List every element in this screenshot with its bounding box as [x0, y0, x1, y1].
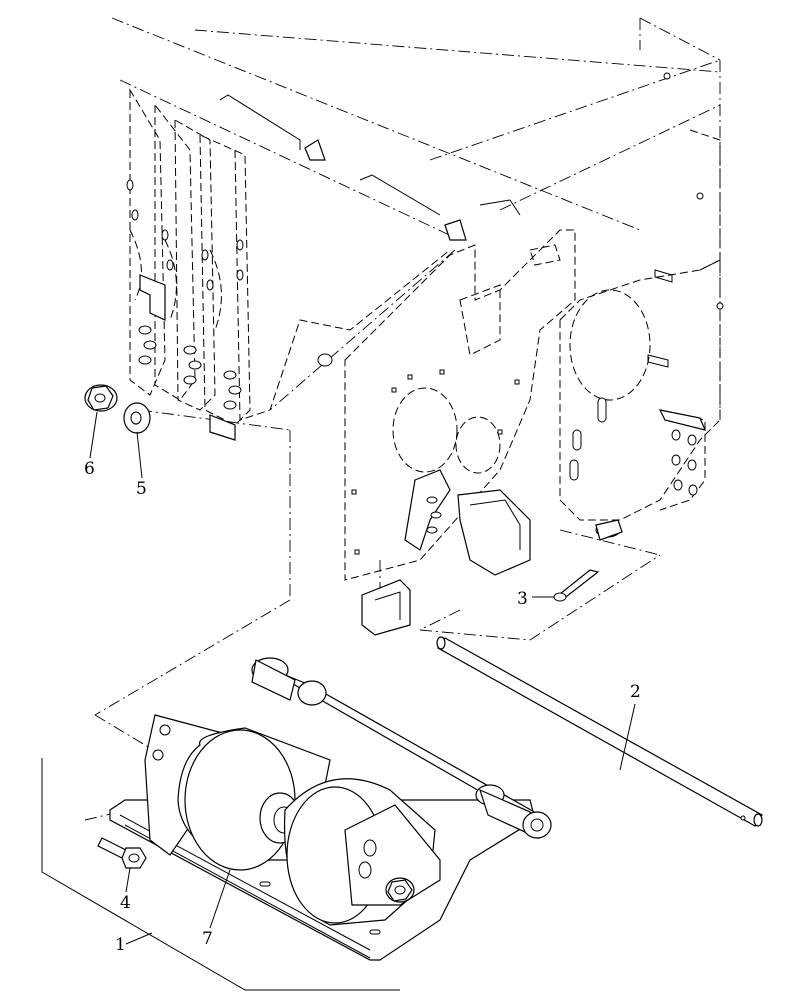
callout-3: 3: [517, 589, 528, 609]
callout-7: 7: [202, 929, 213, 949]
roller-assembly-part-7: [109, 657, 552, 961]
right-frame: [559, 72, 724, 541]
callout-6: 6: [84, 459, 95, 479]
washer-part-5: [123, 402, 151, 434]
left-side-plates: [126, 88, 451, 441]
assembly-bracket-part-1: [41, 758, 400, 991]
center-side-plate: [317, 229, 576, 636]
callout-labels: 1 2 3 4 5 6 7: [84, 459, 641, 955]
top-brackets: [219, 94, 521, 241]
cotter-pin-part-3: [553, 569, 600, 602]
phantom-frame-outline: [84, 17, 721, 821]
callout-5: 5: [136, 479, 147, 499]
callout-4: 4: [120, 893, 131, 913]
shaft-part-2: [436, 636, 763, 827]
flange-nut-part-6: [84, 384, 118, 412]
leader-lines: [89, 411, 636, 945]
callout-1: 1: [115, 935, 126, 955]
left-plate-holes: [126, 179, 244, 410]
bolt-part-4: [97, 837, 147, 869]
callout-2: 2: [630, 682, 641, 702]
